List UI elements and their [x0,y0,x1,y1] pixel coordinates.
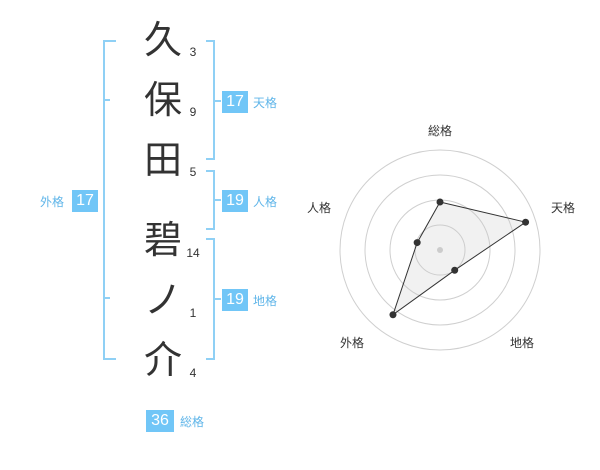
name-char-5: ノ [143,278,182,322]
name-char-1: 久 [143,18,182,62]
radar-axis-gaikaku: 外格 [340,336,365,350]
stroke-count-6: 4 [189,366,197,380]
stroke-count-5: 1 [189,306,197,320]
radar-point-2 [522,218,530,226]
chikaku-label: 地格 [253,294,278,308]
radar-point-4 [389,311,397,319]
name-char-2: 保 [143,78,182,122]
radar-chart [339,149,541,351]
radar-point-3 [451,266,459,274]
chikaku-bracket [206,238,215,360]
radar-axis-tenkaku: 天格 [551,201,576,215]
radar-area [392,201,527,317]
radar-center-dot [437,247,443,253]
name-char-6: 介 [143,338,182,382]
radar-axis-soukaku: 総格 [428,124,453,138]
radar-axis-chikaku: 地格 [510,336,535,350]
jinkaku-value-badge: 19 [222,190,248,212]
radar-axis-jinkaku: 人格 [307,201,332,215]
tenkaku-value-badge: 17 [222,91,248,113]
radar-ring-3 [364,174,516,326]
stroke-count-4: 14 [186,246,200,260]
tenkaku-bracket [206,40,215,160]
stroke-count-3: 5 [189,165,197,179]
soukaku-label: 総格 [180,415,205,429]
stroke-count-1: 3 [189,45,197,59]
radar-point-5 [413,239,421,247]
name-char-3: 田 [143,138,182,182]
jinkaku-label: 人格 [253,195,278,209]
gaikaku-label: 外格 [40,195,65,209]
gaikaku-bracket [103,40,116,360]
stroke-count-2: 9 [189,105,197,119]
radar-ring-4 [339,149,541,351]
gaikaku-value-badge: 17 [72,190,98,212]
chikaku-value-badge: 19 [222,289,248,311]
tenkaku-label: 天格 [253,96,278,110]
jinkaku-bracket [206,170,215,230]
name-char-4: 碧 [143,218,182,262]
radar-point-1 [436,198,444,206]
soukaku-value-badge: 36 [146,410,174,432]
radar-points [389,198,530,319]
